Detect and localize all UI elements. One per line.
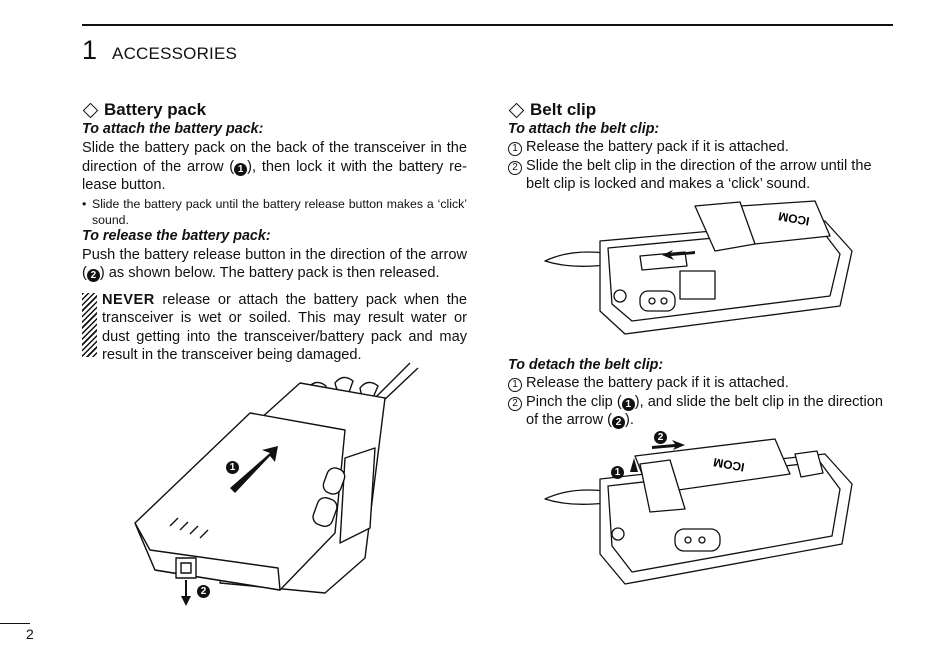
detach-text-3: ).	[624, 412, 634, 428]
step-number: 1	[508, 378, 522, 392]
fig-marker-1: 1	[611, 466, 624, 479]
detach-clip-heading: To detach the belt clip:	[508, 357, 664, 373]
marker-2: 2	[611, 416, 625, 429]
step-text: Release the battery pack if it is attach…	[526, 139, 789, 155]
attach-clip-heading: To attach the belt clip:	[508, 121, 660, 137]
chapter-number: 1	[82, 35, 98, 65]
detach-text-2: ), and slide the belt clip in the direct…	[526, 393, 883, 429]
belt-clip-attach-illustration: ICOM	[544, 200, 853, 335]
attach-step-1: 1 Release the battery pack if it is atta…	[508, 138, 893, 157]
step-text: Release the battery pack if it is attach…	[526, 375, 789, 391]
attach-text-1: Slide the battery pack on the back of th…	[82, 140, 467, 175]
fig-marker-2: 2	[654, 431, 667, 444]
battery-pack-section: Battery pack To attach the battery pack:…	[82, 99, 467, 365]
page-number: 2	[26, 626, 34, 642]
step-number: 1	[508, 142, 522, 156]
warning-hatch-icon	[82, 292, 97, 357]
clip-brand-text: ICOM	[777, 209, 810, 228]
section-title: Belt clip	[530, 100, 597, 119]
release-text-1: Push the battery release button in the d…	[82, 246, 467, 282]
bullet-dot: •	[82, 196, 87, 211]
release-paragraph: Push the battery release button in the d…	[82, 246, 467, 283]
belt-clip-section: Belt clip To attach the belt clip: 1 Rel…	[508, 99, 893, 194]
footer-rule	[0, 623, 30, 624]
detach-step-1: 1 Release the battery pack if it is atta…	[508, 374, 893, 393]
warning-body: release or attach the battery pack when …	[102, 291, 467, 364]
step-number: 2	[508, 396, 522, 411]
detach-text-1: Pinch the clip (	[526, 393, 622, 410]
belt-clip-detach-illustration: ICOM	[544, 438, 853, 585]
section-title: Battery pack	[104, 100, 207, 119]
diamond-icon	[508, 102, 525, 118]
chapter-title: ACCESSORIES	[112, 44, 238, 63]
attach-heading: To attach the battery pack:	[82, 121, 264, 137]
step-number: 2	[508, 160, 522, 175]
warning-text: NEVER release or attach the battery pack…	[102, 291, 467, 365]
header-rule	[82, 24, 893, 26]
bullet-note: • Slide the battery pack until the batte…	[82, 196, 467, 228]
attach-text-2: ), then lock it with the battery re­leas…	[82, 158, 467, 194]
detach-step-2: 2 Pinch the clip (1), and slide the belt…	[508, 393, 893, 430]
section-heading: Belt clip	[508, 99, 893, 121]
clip-brand-text: ICOM	[712, 455, 745, 474]
step-text: Slide the belt clip in the direction of …	[526, 157, 872, 193]
warning-bold: NEVER	[102, 291, 155, 308]
bullet-text: Slide the battery pack until the battery…	[92, 196, 467, 227]
fig-marker-1: 1	[226, 461, 239, 474]
detach-clip-section: To detach the belt clip: 1 Release the b…	[508, 357, 893, 430]
marker-1: 1	[234, 162, 248, 176]
marker-2: 2	[86, 269, 100, 282]
fig-marker-2: 2	[197, 585, 210, 598]
attach-step-2: 2 Slide the belt clip in the direction o…	[508, 157, 893, 194]
diamond-icon	[82, 102, 99, 118]
battery-pack-illustration	[134, 362, 419, 606]
release-heading: To release the battery pack:	[82, 227, 271, 244]
attach-paragraph: Slide the battery pack on the back of th…	[82, 139, 467, 195]
release-text-2: ) as shown below. The battery pack is th…	[99, 265, 440, 281]
step-text: Pinch the clip (1), and slide the belt c…	[526, 393, 893, 430]
chapter-header: 1 ACCESSORIES	[82, 33, 237, 69]
marker-1: 1	[621, 397, 635, 411]
warning-block: NEVER release or attach the battery pack…	[82, 291, 467, 365]
section-heading: Battery pack	[82, 99, 467, 121]
